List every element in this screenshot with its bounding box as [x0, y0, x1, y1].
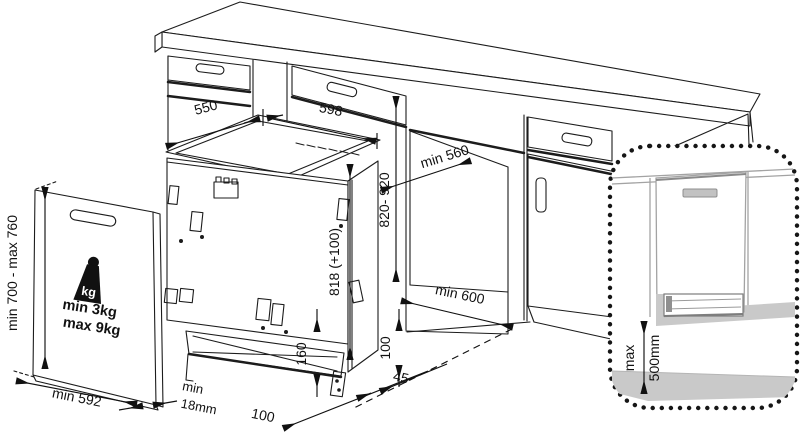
- dim-max500-word: max: [621, 345, 637, 371]
- fixing-screws: [179, 224, 343, 334]
- door-latch-bracket: [213, 176, 239, 199]
- counter-right-edge: [749, 111, 754, 143]
- niche-interior: [405, 130, 509, 335]
- inset-content: max 500mm: [611, 168, 796, 401]
- drawer-right-shadow: [526, 148, 614, 166]
- panel-leader-dashes: [13, 180, 59, 378]
- dim-600-dashed-line: [351, 328, 513, 410]
- dim-598-line: [267, 117, 377, 145]
- drawer-right: [527, 116, 613, 162]
- dimension-annotations: min 700 - max 760 min 592 min 18mm 550 5…: [4, 96, 514, 432]
- dim-550-arrow-right: [243, 115, 261, 124]
- dim-gap-label-min: min: [181, 378, 204, 397]
- dim-niche-height-label: 820- 920: [376, 172, 392, 227]
- right-plinth: [527, 305, 621, 342]
- inset-dishwasher-door: [655, 171, 747, 318]
- cabinet-niche: [405, 127, 526, 335]
- niche-left-jamb: [405, 127, 411, 331]
- detail-inset: max 500mm: [607, 143, 800, 411]
- inset-door-handle: [682, 188, 718, 198]
- base-cabinets: [166, 55, 753, 342]
- panel-handle: [69, 209, 117, 227]
- dim-45-line: [378, 363, 448, 395]
- inset-floor-shade: [612, 371, 795, 401]
- kitchen-counter: [154, 1, 761, 143]
- dim-panel-width-line: [15, 377, 138, 408]
- weight-icon: kg: [73, 256, 102, 304]
- countertop-end-cap: [154, 31, 163, 53]
- furniture-door-panel: kg min 3kg max 9kg: [13, 180, 164, 411]
- drawer-left-shadow: [166, 80, 252, 94]
- inset-cabinet-edges: [649, 172, 749, 317]
- plinth-foot-left: [185, 353, 194, 382]
- dim-100-side-label: 100: [377, 336, 393, 360]
- dishwasher-plinth: [185, 330, 347, 398]
- right-divider: [523, 114, 528, 322]
- dim-550-label: 550: [192, 96, 219, 118]
- drawer-left-handle: [195, 63, 225, 75]
- right-door-handle: [535, 177, 547, 213]
- dim-gap-arrow-left: [118, 402, 144, 411]
- right-cabinet-door: [527, 153, 621, 319]
- drawer-right-handle: [561, 132, 593, 147]
- right-door-top-shadow: [526, 155, 618, 177]
- inset-plinth-drawer: [663, 293, 744, 317]
- dim-100-mid-arrow: [355, 392, 372, 402]
- dishwasher-front: [166, 157, 349, 345]
- dim-160-label: 160: [293, 342, 309, 366]
- dim-550-line: [165, 118, 260, 150]
- drawer-niche-handle: [326, 81, 358, 98]
- dim-gap-label-value: 18mm: [180, 396, 218, 418]
- plinth-braces: [192, 335, 338, 372]
- dim-panel-height-label: min 700 - max 760: [4, 215, 20, 331]
- weight-unit-label: kg: [80, 284, 97, 300]
- dim-600-line: [400, 297, 514, 331]
- dim-598-label: 598: [318, 99, 344, 119]
- dim-600-label: min 600: [434, 281, 486, 307]
- dim-45-label: 45: [392, 368, 411, 387]
- frame-slot-rail: [295, 142, 360, 156]
- left-door-top-shadow: [166, 94, 252, 108]
- dim-dw-height-label: 818 (+100): [326, 228, 342, 296]
- right-cabinet: [406, 113, 753, 342]
- plinth-bottom: [187, 352, 343, 379]
- dim-598-arrow-left: [266, 114, 284, 122]
- dim-gap-arrow-right: [152, 400, 178, 409]
- inset-door-top-shadow: [655, 173, 747, 181]
- inset-side-shade: [656, 294, 664, 322]
- plinth-foot-right: [329, 370, 347, 398]
- front-top-line: [166, 161, 349, 186]
- dim-560-label: min 560: [418, 141, 471, 171]
- dim-max500-value: 500mm: [646, 335, 662, 382]
- drawer-niche-shadow: [290, 95, 408, 129]
- dim-100-bottom-label: 100: [250, 405, 276, 426]
- niche-top-shadow: [408, 128, 526, 155]
- dishwasher: [163, 114, 381, 398]
